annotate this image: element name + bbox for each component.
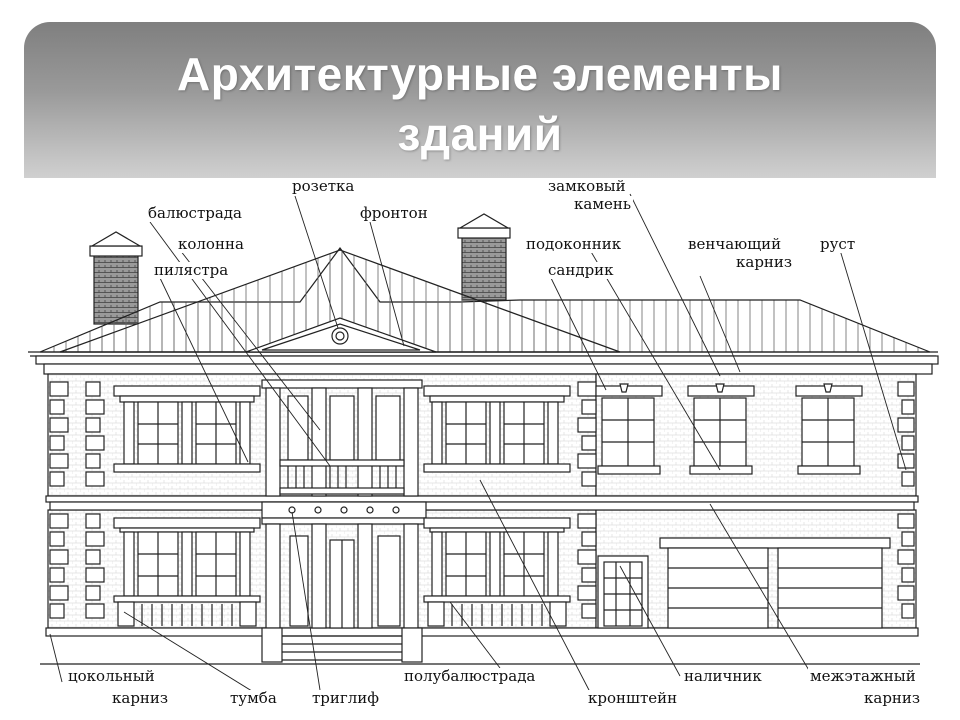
label-pilyastra: пилястра <box>152 261 231 279</box>
portico-lower <box>261 523 423 663</box>
label-tsokolnyi-line2: карниз <box>110 689 171 707</box>
label-venchayushchii-line1: венчающий <box>686 235 784 253</box>
title-line-2: зданий <box>397 108 563 160</box>
label-kolonna: колонна <box>176 235 246 253</box>
rustication-left-inner <box>85 381 105 619</box>
title-line-1: Архитектурные элементы <box>177 48 783 100</box>
title-banner <box>24 22 936 178</box>
side-door <box>597 555 649 629</box>
label-rozetka: розетка <box>290 177 357 195</box>
main-roof <box>39 246 931 353</box>
page-title: Архитектурные элементы зданий <box>24 44 936 164</box>
pediment <box>245 317 437 353</box>
label-mezhetazhnyi-line2: карниз <box>862 689 923 707</box>
upper-window-right-2 <box>687 383 755 475</box>
label-tumba: тумба <box>228 689 279 707</box>
rustication-center <box>577 381 597 619</box>
upper-window-group-right <box>423 385 571 473</box>
label-zamkovyi-line1: замковый <box>546 177 628 195</box>
label-nalichnik: наличник <box>682 667 764 685</box>
label-kronshtein: кронштейн <box>586 689 680 707</box>
rustication-left-outer <box>49 381 69 619</box>
label-polubalyustrada: полубалюстрада <box>402 667 538 685</box>
label-triglif: триглиф <box>310 689 382 707</box>
label-zamkovyi-line2: камень <box>572 195 634 213</box>
label-sandrik: сандрик <box>546 261 616 279</box>
lower-window-group-right <box>423 517 571 627</box>
label-venchayushchii-line2: карниз <box>734 253 795 271</box>
portico-entablature <box>261 501 427 525</box>
label-tsokolnyi-line1: цокольный <box>66 667 157 685</box>
label-mezhetazhnyi-line1: межэтажный <box>808 667 918 685</box>
chimney-right <box>457 213 511 301</box>
upper-window-right-3 <box>795 383 863 475</box>
label-fronton: фронтон <box>358 204 430 222</box>
label-podokonnik: подоконник <box>524 235 624 253</box>
lower-window-group-left <box>113 517 261 627</box>
leader-lines <box>49 193 907 697</box>
garage-doors <box>659 537 891 629</box>
rustication-right <box>897 381 915 619</box>
chimney-left <box>89 231 143 325</box>
portico-upper <box>261 379 423 497</box>
upper-window-group-left <box>113 385 261 473</box>
label-rust: руст <box>818 235 858 253</box>
label-balyustrada: балюстрада <box>146 204 244 222</box>
upper-window-right-1 <box>595 383 663 475</box>
